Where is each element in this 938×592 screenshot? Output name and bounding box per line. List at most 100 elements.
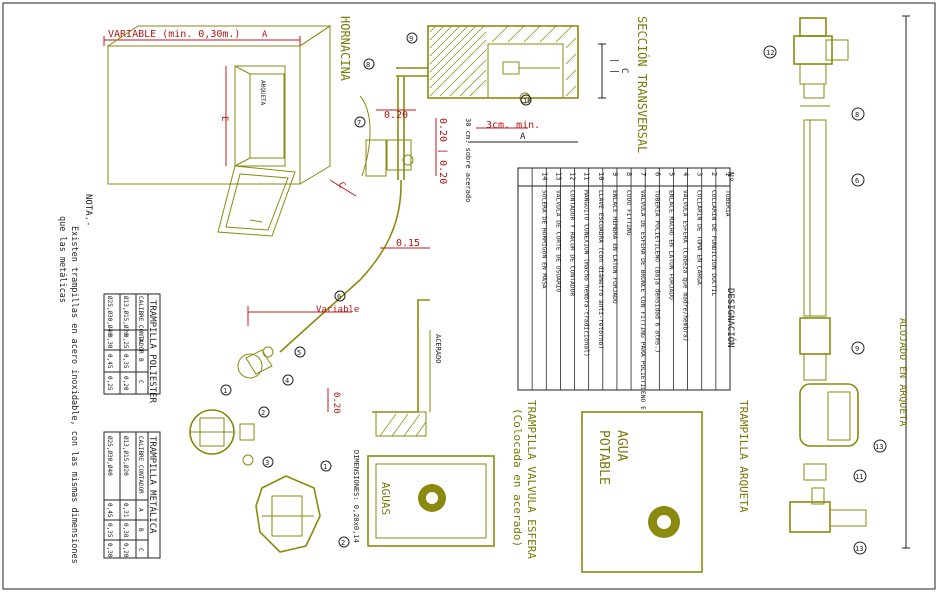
nota-title: NOTA.-	[83, 194, 93, 227]
nota-text-2: que las metálicas	[57, 216, 67, 303]
hornacina-dim-e: E	[219, 116, 229, 121]
hornacina-dim-variable: VARIABLE (min. 0,30m.)	[108, 29, 240, 40]
metalica-title: TRAMPILLA METÁLICA	[147, 436, 159, 534]
designacion-item-no: 1	[724, 172, 732, 176]
alojado-en-arqueta: ALOJADO EN ARQUETA 12 8 6 9 13 11 13	[763, 15, 910, 555]
trampilla-arqueta: AGUA POTABLE TRAMPILLA ARQUETA	[581, 400, 750, 573]
designacion-item-no: 8	[625, 172, 633, 176]
svg-text:2: 2	[341, 539, 345, 547]
hornacina-label-arqueta: ARQUETA	[259, 80, 266, 106]
svg-text:CALIBRE CONTADOR: CALIBRE CONTADOR	[137, 436, 144, 494]
designacion-item-text: COLLARIN DE FUNDICION DUCTIL	[710, 190, 717, 296]
seccion-transversal: SECCIÓN TRANSVERSAL | | C	[237, 16, 650, 437]
designacion-item-text: TUBERIA	[724, 190, 731, 217]
svg-text:0,30: 0,30	[106, 543, 113, 558]
svg-text:9: 9	[855, 345, 859, 353]
svg-text:A: A	[137, 338, 144, 342]
poliester-title: TRAMPILLA POLIESTER	[147, 300, 157, 404]
seccion-label-variable: Variable	[316, 305, 359, 315]
svg-text:0,25: 0,25	[106, 376, 113, 391]
nota: NOTA.- Existen trampillas en acero inoxi…	[57, 194, 93, 564]
svg-text:0,35: 0,35	[106, 523, 113, 538]
svg-text:8: 8	[366, 61, 370, 69]
svg-text:0,45: 0,45	[106, 354, 113, 369]
trampilla-poliester-table: TRAMPILLA POLIESTER CALIBRE CONTADOR A B…	[103, 293, 161, 404]
svg-text:0,25: 0,25	[122, 334, 129, 349]
designacion-item-no: 13	[554, 172, 562, 180]
designacion-header: DESIGNACIÓN	[725, 288, 737, 348]
seccion-dim-30cm: 30 cm. sobre acerado	[464, 118, 472, 202]
svg-text:13: 13	[855, 545, 863, 553]
nota-text-1: Existen trampillas en acero inoxidable, …	[69, 226, 79, 564]
svg-text:0,45: 0,45	[106, 503, 113, 518]
seccion-dim-015: 0.15	[396, 238, 420, 249]
designacion-item-text: VALVULA DE ESFERA DE BRONCE CON FITTING …	[639, 190, 646, 410]
designacion-item-text: MANGUITO CONEXION (macho hembra-tradicio…	[583, 190, 590, 357]
designacion-item-text: CODO FITTING	[625, 190, 632, 236]
seccion-dim-c: C	[619, 68, 629, 73]
arqueta-title: TRAMPILLA ARQUETA	[737, 400, 750, 513]
designacion-item-text: ENLACE HEMBRA EN LATON FORJADO	[611, 190, 618, 304]
designacion-item-text: LLAVE ESCUADRA (con diámetro anti-retorn…	[597, 190, 605, 349]
valvula-esfera-label: AGUAS	[379, 482, 392, 515]
designacion-item-text: SOLERA DE HORMIGON EN MASA	[540, 190, 547, 289]
designacion-item-text: COLLARIN DE TOMA EN CARGA	[696, 190, 703, 285]
valvula-esfera-title: TRAMPILLA VALVULA ESFERA	[525, 400, 538, 559]
designacion-item-no: 9	[611, 172, 619, 176]
svg-text:2: 2	[261, 409, 265, 417]
designacion-item-text: VALVULA DE CORTE DE USUARIO	[554, 190, 561, 293]
designacion-item-text: TUBERIA POLIETILENO (Baja densidad 6 atm…	[653, 190, 660, 353]
svg-text:7: 7	[357, 119, 361, 127]
svg-text:12: 12	[766, 49, 774, 57]
trampilla-metalica-table: TRAMPILLA METÁLICA CALIBRE CONTADOR A B …	[103, 431, 161, 559]
designacion-item-text: VALVULA ESFERA (Cabeza que madre/hembra)	[682, 190, 689, 342]
collarin-details: 1 2 3 1 2	[189, 384, 350, 553]
seccion-dim-020-020: 0.20 | 0.20	[437, 118, 448, 184]
svg-text:9: 9	[409, 35, 413, 43]
designacion-item-no: 11	[583, 172, 591, 180]
designacion-item-text: CONTADOR Y RACOR DE CONTADOR	[569, 190, 576, 296]
designacion-frame	[517, 167, 731, 391]
svg-text:6: 6	[855, 177, 859, 185]
svg-text:Ø25,Ø30,Ø40: Ø25,Ø30,Ø40	[106, 436, 113, 476]
svg-text:8: 8	[855, 111, 859, 119]
svg-text:Ø13,Ø15,Ø20: Ø13,Ø15,Ø20	[122, 436, 129, 476]
seccion-title: SECCIÓN TRANSVERSAL	[635, 16, 650, 153]
svg-text:0,20: 0,20	[122, 543, 129, 558]
svg-text:4: 4	[285, 377, 289, 385]
svg-text:10: 10	[523, 97, 531, 105]
designacion-item-no: 10	[597, 172, 605, 180]
designacion-item-no: 7	[639, 172, 647, 176]
hornacina-view: VARIABLE (min. 0,30m.) A ARQUETA E C HOR…	[103, 16, 357, 237]
seccion-dim-3cm: 3cm. min.	[486, 120, 540, 131]
designacion-item-no: 5	[667, 172, 675, 176]
designacion-item-text: ENLACE MACHO EN LATON FORJADO	[667, 190, 674, 300]
valvula-esfera-dimensiones: DIMENSIONES: 0,20x0,14	[352, 450, 360, 543]
arqueta-label-2: POTABLE	[596, 430, 611, 485]
svg-text:Ø25,Ø30,Ø40: Ø25,Ø30,Ø40	[106, 296, 113, 336]
svg-text:0,38: 0,38	[122, 523, 129, 538]
svg-text:11: 11	[855, 473, 863, 481]
trampilla-valvula-esfera: AGUAS DIMENSIONES: 0,20x0,14 TRAMPILLA V…	[352, 400, 538, 559]
svg-text:6: 6	[337, 293, 341, 301]
svg-text:A: A	[137, 508, 144, 512]
seccion-label-acerado: ACERADO	[434, 334, 442, 364]
hornacina-dim-a: A	[262, 30, 268, 40]
svg-text:13: 13	[875, 443, 883, 451]
svg-text:1: 1	[323, 463, 327, 471]
svg-text:3: 3	[265, 459, 269, 467]
hornacina-dim-c: C	[335, 181, 346, 191]
designacion-item-no: 12	[569, 172, 577, 180]
seccion-dim-a: A	[520, 132, 526, 142]
arqueta-label-1: AGUA	[614, 430, 629, 461]
svg-text:C: C	[137, 548, 144, 552]
svg-text:CALIBRE CONTADOR: CALIBRE CONTADOR	[137, 296, 144, 354]
alojado-title: ALOJADO EN ARQUETA	[897, 318, 908, 426]
designacion-item-no: 6	[653, 172, 661, 176]
designacion-item-no: 2	[710, 172, 718, 176]
svg-text:0,20: 0,20	[122, 376, 129, 391]
svg-text:B: B	[137, 528, 144, 532]
svg-text:1: 1	[223, 387, 227, 395]
designacion-item-no: 4	[682, 172, 690, 176]
